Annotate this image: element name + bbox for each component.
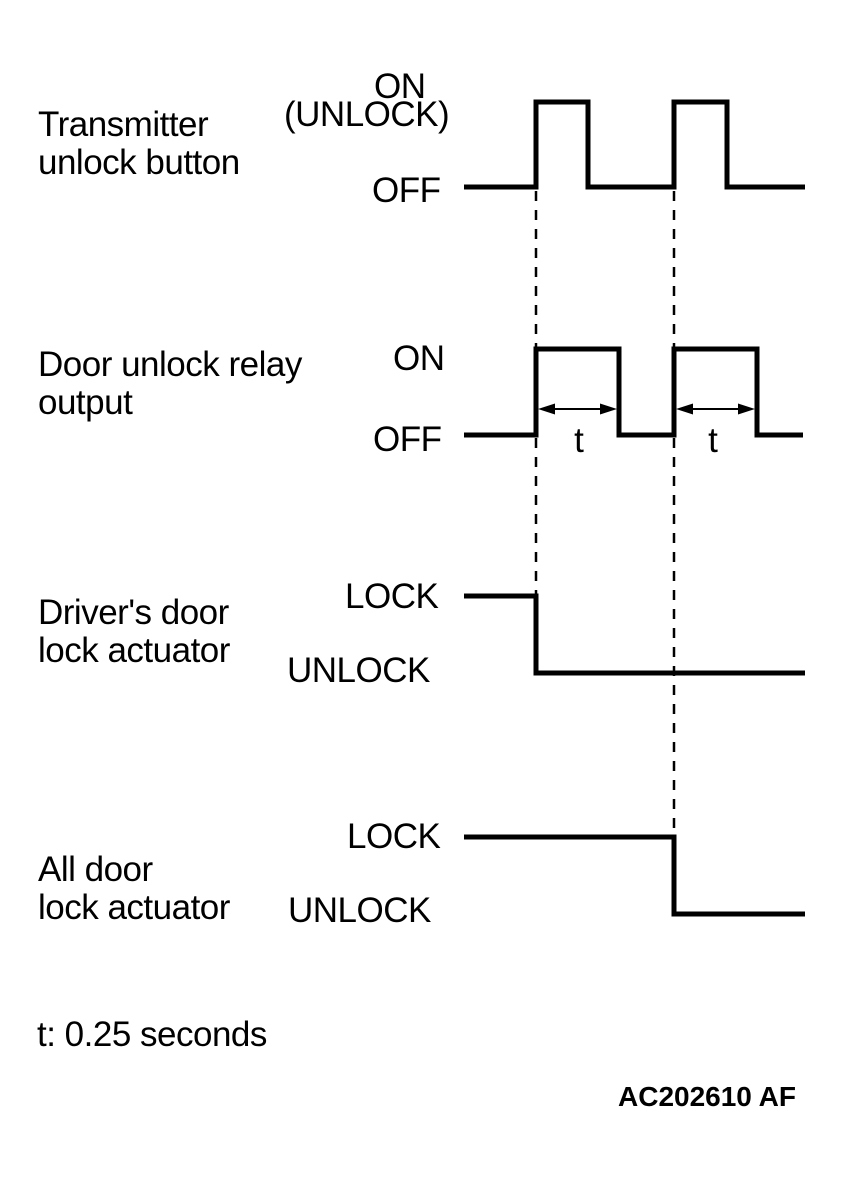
- all-door-lock-actuator-wave: [464, 834, 805, 917]
- t-duration-arrow-2-head-right: [738, 403, 755, 415]
- signal-all-door-name-line-2: lock actuator: [38, 888, 230, 927]
- figure-code: AC202610 AF: [618, 1081, 796, 1112]
- signal-drivers-door-name-line-2: lock actuator: [38, 631, 230, 670]
- signal-transmitter-name-line-1: Transmitter: [38, 105, 209, 144]
- signal-transmitter-low-label: OFF: [372, 171, 441, 210]
- signal-all-door-high-label: LOCK: [347, 817, 441, 856]
- signal-transmitter-high-sublabel: (UNLOCK): [284, 95, 450, 134]
- t-duration-arrow-2-head-left: [676, 403, 693, 415]
- signal-relay-high-label: ON: [393, 339, 445, 378]
- transmitter-unlock-button-wave: [464, 99, 805, 190]
- drivers-door-lock-actuator-wave: [464, 593, 805, 676]
- signal-all-door-name-line-1: All door: [38, 850, 153, 889]
- signal-relay-name-line-1: Door unlock relay: [38, 345, 302, 384]
- signal-relay-low-label: OFF: [373, 420, 442, 459]
- signal-transmitter-high-label: ON: [374, 67, 426, 106]
- signal-relay-name-line-2: output: [38, 383, 133, 422]
- t-duration-label-2: t: [708, 421, 718, 460]
- signal-drivers-door-high-label: LOCK: [345, 577, 439, 616]
- signal-drivers-door-low-label: UNLOCK: [287, 651, 430, 690]
- signal-all-door-low-label: UNLOCK: [288, 891, 431, 930]
- t-definition-footnote: t: 0.25 seconds: [37, 1015, 267, 1054]
- t-duration-arrow-1-head-left: [538, 403, 555, 415]
- t-duration-arrow-1-head-right: [600, 403, 617, 415]
- t-duration-label-1: t: [574, 421, 584, 460]
- signal-drivers-door-name-line-1: Driver's door: [38, 593, 229, 632]
- signal-transmitter-name-line-2: unlock button: [38, 143, 240, 182]
- door-unlock-relay-output-wave: [464, 346, 803, 438]
